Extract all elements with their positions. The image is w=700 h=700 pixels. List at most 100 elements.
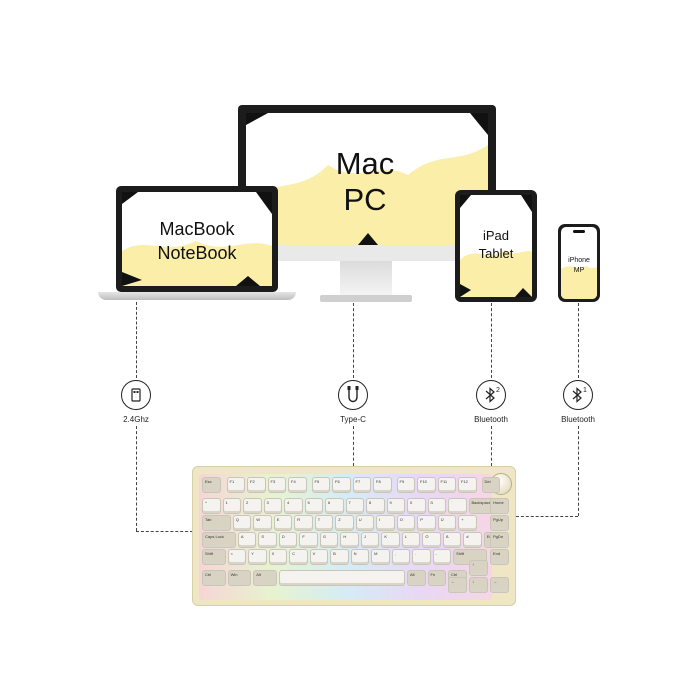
key[interactable]: H [340, 532, 359, 548]
laptop [116, 186, 278, 292]
key[interactable]: . [412, 549, 431, 565]
connection-label-type-c: Type-C [340, 415, 366, 424]
key[interactable]: ← [448, 577, 467, 593]
phone-label-line2: MP [573, 267, 585, 274]
key[interactable]: 5 [304, 498, 323, 514]
key[interactable]: O [396, 515, 416, 531]
monitor-label-line1: Mac [335, 146, 395, 181]
key[interactable]: M [371, 549, 390, 565]
key[interactable]: N [350, 549, 370, 565]
key[interactable]: F2 [247, 477, 266, 493]
key[interactable]: F11 [437, 477, 456, 493]
key[interactable]: A [237, 532, 257, 548]
key[interactable]: X [268, 549, 288, 565]
key[interactable]: F10 [417, 477, 436, 493]
key[interactable]: W [253, 515, 272, 531]
key[interactable]: Alt [407, 570, 426, 586]
key[interactable]: F4 [288, 477, 307, 493]
key[interactable]: 2 [243, 498, 262, 514]
tablet-label: iPad Tablet [463, 227, 529, 263]
connector-line-laptop [136, 302, 137, 378]
key[interactable]: P [417, 515, 436, 531]
monitor-stand [340, 261, 392, 295]
bluetooth-icon: 1 [563, 380, 593, 410]
key[interactable]: Home [490, 498, 509, 514]
key[interactable]: U [355, 515, 375, 531]
key[interactable]: Ü [437, 515, 457, 531]
key[interactable]: PgUp [490, 515, 509, 531]
key[interactable]: F5 [311, 477, 330, 493]
key[interactable]: Y [248, 549, 267, 565]
key[interactable]: < [227, 549, 247, 565]
laptop-label-line2: NoteBook [157, 243, 237, 263]
key[interactable]: E [273, 515, 293, 531]
key[interactable]: F6 [332, 477, 351, 493]
key[interactable]: G [319, 532, 339, 548]
key[interactable]: Caps Lock [202, 532, 236, 548]
key[interactable]: + [458, 515, 477, 531]
key[interactable]: Tab [202, 515, 231, 531]
key[interactable]: 0 [407, 498, 426, 514]
key[interactable]: Ctrl [202, 570, 226, 586]
key[interactable]: K [381, 532, 400, 548]
key[interactable]: F1 [226, 477, 245, 493]
connection-label-2-4ghz: 2.4Ghz [123, 415, 149, 424]
key[interactable]: F7 [352, 477, 371, 493]
key[interactable]: ß [427, 498, 446, 514]
key[interactable]: 1 [222, 498, 241, 514]
key[interactable]: Esc [202, 477, 221, 493]
key[interactable]: B [330, 549, 349, 565]
monitor-label: Mac PC [300, 146, 430, 218]
key[interactable]: → [490, 577, 509, 593]
key[interactable]: Shift [202, 549, 226, 565]
key[interactable]: Ä [442, 532, 462, 548]
key[interactable]: V [309, 549, 329, 565]
key[interactable]: R [294, 515, 313, 531]
key[interactable]: F9 [396, 477, 415, 493]
phone [558, 224, 600, 302]
key[interactable]: 3 [263, 498, 282, 514]
laptop-label: MacBook NoteBook [130, 217, 264, 265]
connection-label-bluetooth-1: Bluetooth [561, 415, 595, 424]
key[interactable]: J [360, 532, 380, 548]
key[interactable]: Win [227, 570, 252, 586]
key[interactable]: ^ [202, 498, 221, 514]
key[interactable]: Alt [253, 570, 277, 586]
key[interactable]: - [432, 549, 452, 565]
laptop-screen-graphic [116, 186, 278, 292]
key[interactable]: Z [335, 515, 354, 531]
bluetooth-badge-2: 2 [496, 387, 500, 394]
key[interactable]: F3 [267, 477, 286, 493]
key[interactable]: ´ [448, 498, 467, 514]
key[interactable]: ↑ [469, 560, 488, 576]
key[interactable]: Ö [422, 532, 441, 548]
key[interactable]: Del [481, 477, 500, 493]
key[interactable] [278, 570, 405, 586]
key[interactable]: Q [232, 515, 252, 531]
key[interactable]: # [463, 532, 482, 548]
key[interactable]: , [391, 549, 411, 565]
key[interactable]: 7 [345, 498, 364, 514]
key[interactable]: ↓ [469, 577, 488, 593]
key[interactable]: F12 [458, 477, 477, 493]
key[interactable]: F8 [373, 477, 392, 493]
key[interactable]: C [289, 549, 308, 565]
key[interactable]: PgDn [490, 532, 509, 548]
key[interactable]: 8 [366, 498, 385, 514]
key[interactable]: F [299, 532, 318, 548]
key[interactable]: 6 [325, 498, 344, 514]
tablet [455, 190, 537, 302]
key[interactable]: 9 [386, 498, 405, 514]
tablet-label-line1: iPad [482, 228, 510, 243]
key[interactable]: T [314, 515, 334, 531]
key[interactable]: S [258, 532, 277, 548]
key[interactable]: 4 [284, 498, 303, 514]
key[interactable]: L [401, 532, 421, 548]
key[interactable]: D [278, 532, 298, 548]
key[interactable]: Fn [427, 570, 446, 586]
phone-screen-graphic [558, 224, 600, 302]
key[interactable]: End [490, 549, 509, 565]
usb-dongle-icon [121, 380, 151, 410]
key[interactable]: I [376, 515, 395, 531]
monitor-base [320, 295, 412, 302]
